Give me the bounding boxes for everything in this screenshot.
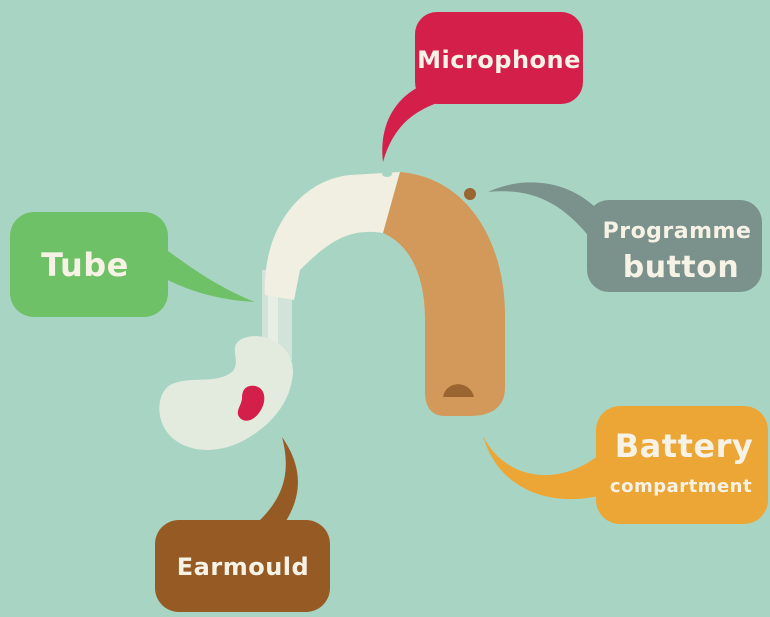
battery-compartment-callout: Battery compartment (483, 406, 768, 524)
tube-label: Tube (41, 246, 129, 284)
microphone-hole (382, 171, 392, 177)
programme-label-line2: button (623, 250, 739, 285)
battery-callout-tail (483, 436, 612, 499)
programme-callout-tail (488, 182, 600, 240)
earhook-illustration (265, 172, 400, 300)
battery-label-line2: compartment (610, 476, 752, 497)
earmould-callout-tail (255, 437, 298, 530)
earmould-illustration (159, 336, 293, 450)
programme-button-nub (464, 188, 476, 200)
earmould-callout: Earmould (155, 437, 330, 612)
earmould-label: Earmould (177, 553, 309, 581)
microphone-label: Microphone (417, 46, 581, 74)
tube-callout: Tube (10, 212, 255, 317)
programme-button-callout: Programme button (488, 182, 762, 292)
battery-callout-bubble (596, 406, 768, 524)
hearing-aid-body (383, 172, 505, 416)
microphone-callout: Microphone (382, 12, 583, 162)
battery-label-line1: Battery (615, 427, 753, 465)
programme-label-line1: Programme (603, 219, 752, 244)
